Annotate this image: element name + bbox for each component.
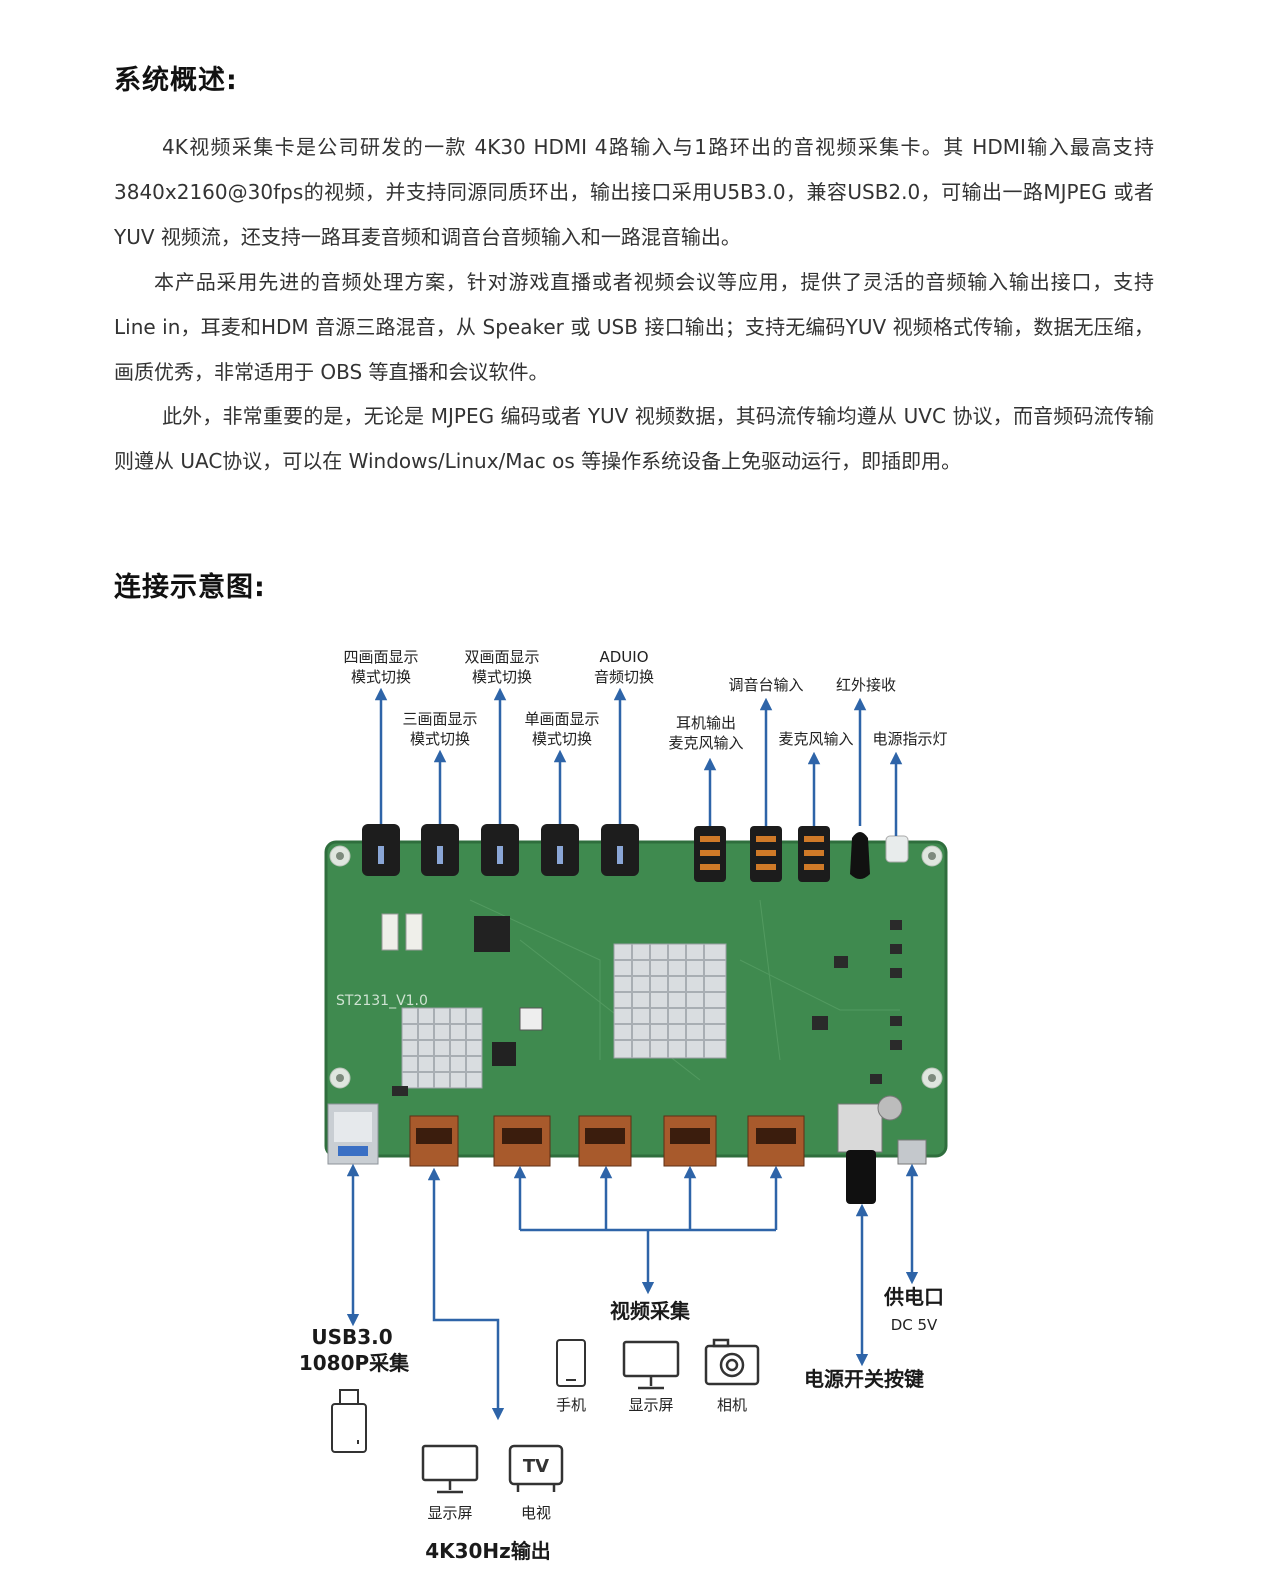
overview-paragraph-2: 本产品采用先进的音频处理方案，针对游戏直播或者视频会议等应用，提供了灵活的音频输…	[114, 270, 1154, 384]
usb-label-2: 1080P采集	[299, 1351, 410, 1375]
label-quad-mode-2: 模式切换	[351, 668, 411, 686]
pcb-board: ST2131_V1.0	[324, 840, 948, 1158]
label-triple-mode-1: 三画面显示	[402, 710, 477, 728]
connection-arrows	[346, 687, 919, 1421]
heatsink-large	[613, 943, 727, 1059]
power-switch-title: 电源开关按键	[804, 1367, 924, 1391]
label-dual-mode-2: 模式切换	[472, 668, 532, 686]
fan-connector	[405, 913, 423, 951]
usb-drive-icon	[331, 1389, 367, 1453]
audio-jacks	[694, 826, 830, 882]
label-single-mode-1: 单画面显示	[524, 710, 599, 728]
power-port-title: 供电口	[883, 1285, 944, 1309]
power-led	[885, 835, 909, 863]
output-monitor-icon	[421, 1444, 479, 1494]
label-mixer-input: 调音台输入	[728, 676, 803, 694]
usb-label-1: USB3.0	[311, 1325, 392, 1349]
label-triple-mode-2: 模式切换	[410, 730, 470, 748]
usb-port	[327, 1103, 379, 1165]
hdmi-ports	[409, 1115, 805, 1167]
output-title: 4K30Hz输出	[425, 1539, 551, 1563]
chip	[474, 916, 510, 952]
camera-icon	[704, 1338, 760, 1386]
power-switch	[837, 1103, 883, 1204]
label-audio-2: 音频切换	[594, 668, 654, 686]
device-monitor-label: 显示屏	[628, 1396, 673, 1414]
output-monitor-label: 显示屏	[427, 1504, 472, 1522]
board-label: ST2131_V1.0	[336, 993, 428, 1009]
dc-port	[877, 1095, 927, 1165]
overview-paragraph-3: 此外，非常重要的是，无论是 MJPEG 编码或者 YUV 视频数据，其码流传输均…	[114, 404, 1154, 473]
device-phone-label: 手机	[556, 1396, 586, 1414]
diagram-title: 连接示意图:	[114, 572, 266, 603]
heatsink-small	[401, 1007, 483, 1089]
power-port-spec: DC 5V	[891, 1316, 938, 1334]
label-mic-input: 麦克风输入	[778, 730, 853, 748]
device-camera-label: 相机	[717, 1396, 747, 1414]
label-headset-1: 耳机输出	[676, 714, 736, 732]
label-quad-mode-1: 四画面显示	[343, 648, 418, 666]
overview-title: 系统概述:	[114, 65, 238, 96]
svg-text:TV: TV	[523, 1456, 549, 1477]
label-power-led: 电源指示灯	[872, 730, 947, 748]
tv-icon: TV	[508, 1444, 564, 1492]
monitor-icon	[622, 1340, 680, 1390]
output-tv-label: 电视	[521, 1504, 551, 1522]
qr-code	[519, 1007, 543, 1031]
label-dual-mode-1: 双画面显示	[464, 648, 539, 666]
capture-title: 视频采集	[610, 1299, 691, 1323]
overview-paragraph-1: 4K视频采集卡是公司研发的一款 4K30 HDMI 4路输入与1路环出的音视频采…	[114, 135, 1154, 249]
label-single-mode-2: 模式切换	[532, 730, 592, 748]
label-audio-1: ADUIO	[599, 648, 648, 666]
fan-connector	[381, 913, 399, 951]
chip	[492, 1042, 516, 1066]
label-headset-2: 麦克风输入	[668, 734, 743, 752]
label-ir-receiver: 红外接收	[836, 676, 896, 694]
phone-icon	[556, 1339, 586, 1387]
ir-receiver	[850, 832, 870, 879]
